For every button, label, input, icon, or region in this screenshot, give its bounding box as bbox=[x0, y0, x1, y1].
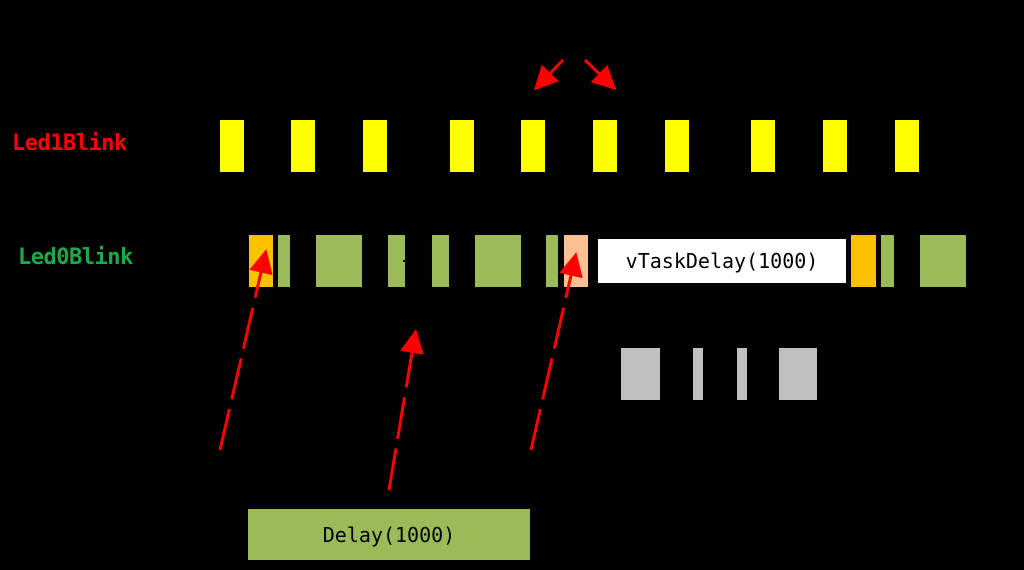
led0-busy-slice bbox=[278, 235, 290, 287]
led1-slice bbox=[751, 120, 775, 172]
task-label-led0blink: Led0Blink bbox=[18, 245, 133, 270]
task-label-led1blink: Led1Blink bbox=[12, 131, 127, 156]
led-on-arrow bbox=[218, 249, 273, 451]
led1-slice bbox=[521, 120, 545, 172]
led1-slice bbox=[665, 120, 689, 172]
delay-arrow bbox=[387, 329, 424, 491]
led0-led-on-slice bbox=[851, 235, 876, 287]
led0-busy-slice bbox=[475, 235, 521, 287]
led1-slice bbox=[593, 120, 617, 172]
led1-slice bbox=[291, 120, 315, 172]
led0-busy-slice bbox=[388, 235, 405, 287]
delay-box: Delay(1000) bbox=[248, 509, 530, 560]
led0-busy-slice bbox=[432, 235, 449, 287]
led1-slice bbox=[823, 120, 847, 172]
idle-slice bbox=[779, 348, 817, 400]
led1-slice bbox=[895, 120, 919, 172]
context-switch-arrow-left bbox=[533, 58, 565, 91]
idle-slice bbox=[737, 348, 747, 400]
vtaskdelay-box: vTaskDelay(1000) bbox=[598, 239, 846, 283]
context-switch-arrow-right bbox=[583, 58, 617, 91]
led0-busy-slice bbox=[920, 235, 966, 287]
led1-slice bbox=[220, 120, 244, 172]
led0-busy-slice bbox=[316, 235, 362, 287]
idle-slice bbox=[693, 348, 703, 400]
led0-busy-slice bbox=[881, 235, 894, 287]
led1-slice bbox=[363, 120, 387, 172]
led0-busy-slice bbox=[546, 235, 558, 287]
led-toggle-arrow bbox=[529, 252, 583, 451]
idle-slice bbox=[621, 348, 660, 400]
led1-slice bbox=[450, 120, 474, 172]
